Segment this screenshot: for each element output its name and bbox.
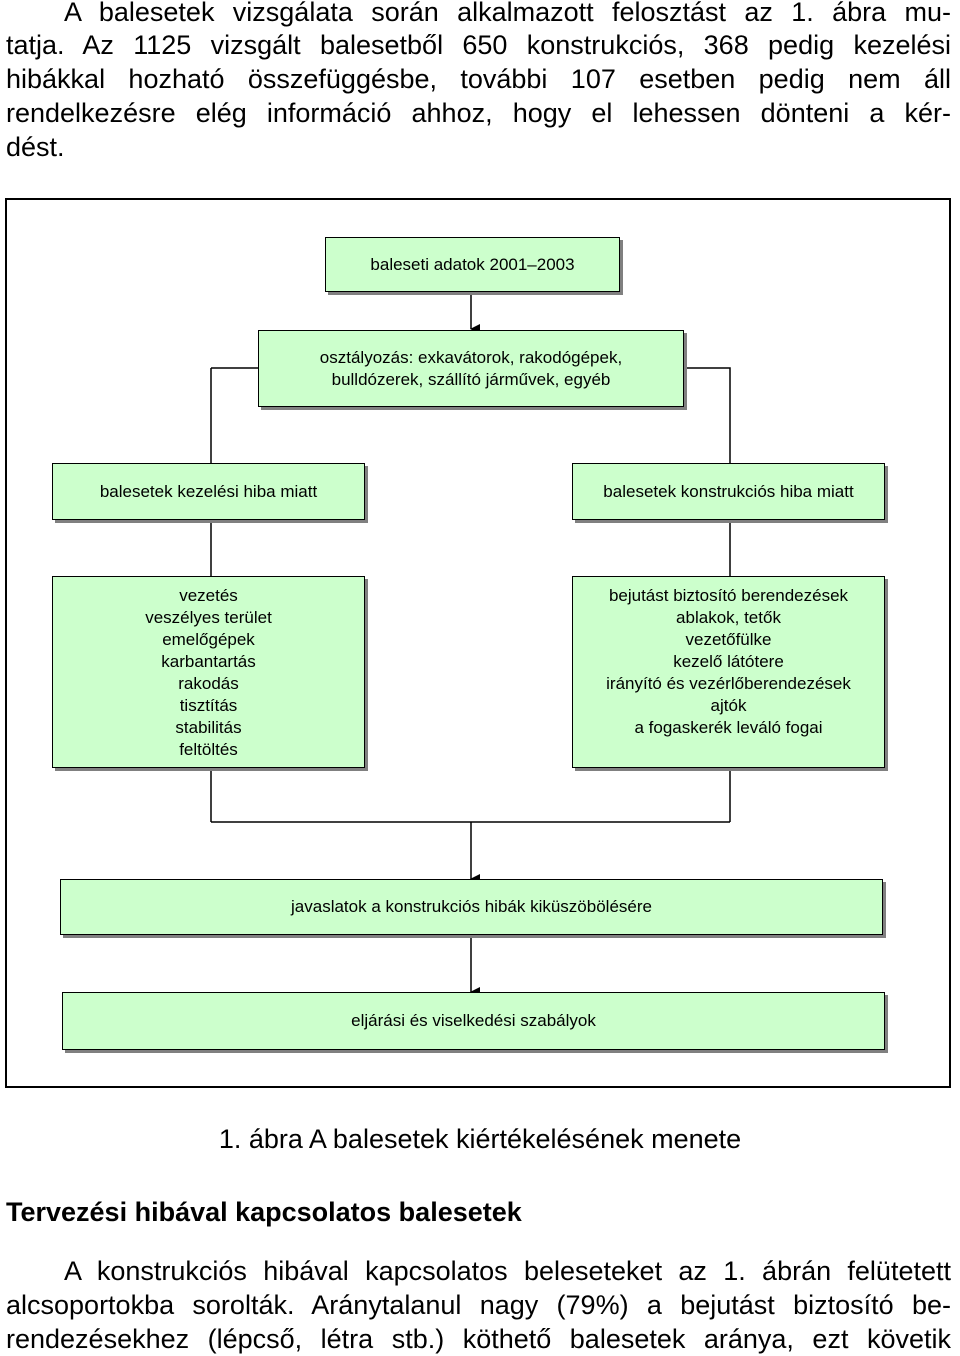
section-heading: Tervezési hibával kapcsolatos balesetek [6,1197,522,1227]
classification-box-label: osztályozás: exkavátorok, rakodógépek, b… [319,347,623,389]
figure-caption: 1. ábra A balesetek kiértékelésének mene… [218,1124,742,1154]
intro-line: hibákkal hozható összefüggésbe, további … [6,64,951,94]
design-errors-label: balesetek konstrukciós hiba miatt [603,481,854,501]
design-errors-box: balesetek konstrukciós hiba miatt [572,463,885,520]
operational-causes-box: vezetés veszélyes terület emelőgépek karban… [52,576,365,768]
design-cause-item: irányító és vezérlőberendezések [606,674,851,693]
design-cause-item: vezetőfülke [685,630,772,649]
operational-cause-item: rakodás [178,674,239,693]
operational-cause-item: tisztítás [179,696,238,715]
operational-causes-list: vezetés veszélyes terület emelőgépek karban… [145,585,272,761]
body-line: alcsoportokba sorolták. Aránytalanul nag… [6,1290,951,1320]
operational-cause-item: vezetés [179,586,238,605]
intro-line: rendelkezésre elég információ ahhoz, hog… [6,98,951,128]
design-cause-item: ablakok, tetők [676,608,781,627]
operational-errors-label: balesetek kezelési hiba miatt [99,481,318,501]
body-line: A konstrukciós hibával kapcsolatos beles… [64,1256,951,1286]
proposals-box: javaslatok a konstrukciós hibák kiküszöb… [60,879,883,935]
design-cause-item: bejutást biztosító berendezések [608,586,849,605]
flowchart-connectors [210,292,731,997]
operational-cause-item: feltöltés [179,740,238,759]
design-causes-box: bejutást biztosító berendezések ablakok, … [572,576,885,768]
design-causes-list: bejutást biztosító berendezések ablakok, … [606,585,851,739]
connector-classification-right [684,367,731,463]
data-box: baleseti adatok 2001–2003 [325,237,620,292]
operational-cause-item: veszélyes terület [145,608,272,627]
rules-box-label: eljárási és viselkedési szabályok [351,1011,596,1030]
data-box-label: baleseti adatok 2001–2003 [370,254,575,274]
rules-box: eljárási és viselkedési szabályok [62,992,885,1050]
operational-cause-item: emelőgépek [162,630,255,649]
operational-errors-box: balesetek kezelési hiba miatt [52,463,365,520]
operational-cause-item: stabilitás [175,718,242,737]
figure-frame [5,198,951,1088]
intro-line: tatja. Az 1125 vizsgált balesetből 650 k… [6,30,951,60]
intro-line: A balesetek vizsgálata során alkalmazott… [64,0,951,27]
design-cause-item: kezelő látótere [673,652,784,671]
design-cause-item: a fogaskerék leváló fogai [634,718,823,737]
classification-box: osztályozás: exkavátorok, rakodógépek, b… [258,330,684,407]
proposals-box-label: javaslatok a konstrukciós hibák kiküszöb… [291,897,652,916]
operational-cause-item: karbantartás [161,652,256,671]
body-line: rendezésekhez (lépcső, létra stb.) köthe… [6,1324,951,1354]
design-cause-item: ajtók [710,696,747,715]
intro-line: dést. [6,132,65,162]
